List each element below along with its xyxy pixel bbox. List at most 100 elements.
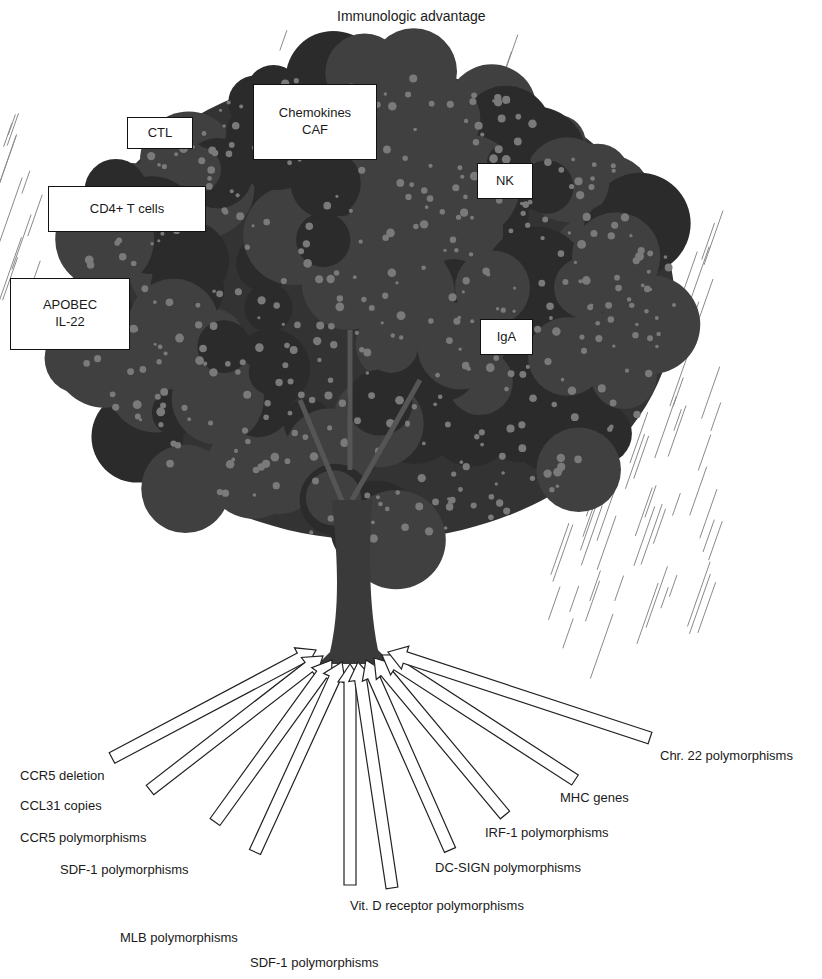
leaf-highlight xyxy=(474,434,479,439)
leaf-highlight xyxy=(127,368,134,375)
leaf-highlight xyxy=(339,399,346,406)
leaf-highlight xyxy=(221,207,227,213)
leaf-highlight xyxy=(475,122,483,130)
leaf-highlight xyxy=(157,239,160,242)
leaf-highlight xyxy=(463,277,470,284)
leaf-highlight xyxy=(405,194,411,200)
leaf-highlight xyxy=(552,327,560,335)
rain-line xyxy=(645,485,656,517)
leaf-highlight xyxy=(625,369,629,373)
leaf-highlight xyxy=(284,343,290,349)
leaf-highlight xyxy=(473,139,479,145)
rain-line xyxy=(615,576,624,601)
leaf-cluster xyxy=(455,250,530,325)
factor-label: DC-SIGN polymorphisms xyxy=(435,860,581,875)
leaf-highlight xyxy=(514,138,522,146)
rain-line xyxy=(551,523,569,575)
leaf-highlight xyxy=(405,422,410,427)
leaf-highlight xyxy=(216,290,223,297)
leaf-highlight xyxy=(206,183,213,190)
leaf-highlight xyxy=(494,98,502,106)
leaf-highlight xyxy=(210,322,218,330)
leaf-highlight xyxy=(583,213,591,221)
leaf-highlight xyxy=(457,165,462,170)
leaf-highlight xyxy=(239,105,243,109)
rain-line xyxy=(28,195,43,237)
label-box: CD4+ T cells xyxy=(48,186,206,232)
leaf-highlight xyxy=(195,356,204,365)
rain-line xyxy=(674,409,682,430)
leaf-highlight xyxy=(391,333,395,337)
leaf-highlight xyxy=(199,345,207,353)
leaf-highlight xyxy=(609,425,614,430)
box-text: NK xyxy=(496,173,514,190)
leaf-highlight xyxy=(285,343,289,347)
leaf-highlight xyxy=(456,215,461,220)
leaf-highlight xyxy=(195,321,202,328)
leaf-highlight xyxy=(175,442,181,448)
leaf-highlight xyxy=(328,378,333,383)
leaf-highlight xyxy=(471,92,477,98)
rain-line xyxy=(548,587,560,620)
leaf-highlight xyxy=(598,384,606,392)
leaf-highlight xyxy=(309,530,313,534)
leaf-highlight xyxy=(203,362,207,366)
leaf-highlight xyxy=(444,526,448,530)
leaf-highlight xyxy=(174,152,178,156)
leaf-highlight xyxy=(480,443,484,447)
leaf-highlight xyxy=(415,502,423,510)
leaf-highlight xyxy=(413,224,419,230)
leaf-highlight xyxy=(359,240,363,244)
factor-label: MLB polymorphisms xyxy=(120,930,238,945)
leaf-highlight xyxy=(335,195,338,198)
leaf-highlight xyxy=(217,489,223,495)
factor-label: SDF-1 polymorphisms xyxy=(60,862,189,877)
rain-line xyxy=(634,506,655,566)
leaf-highlight xyxy=(509,228,514,233)
leaf-highlight xyxy=(376,495,380,499)
leaf-highlight xyxy=(358,167,365,174)
leaf-highlight xyxy=(438,394,443,399)
leaf-highlight xyxy=(302,434,308,440)
leaf-highlight xyxy=(323,202,331,210)
leaf-cluster xyxy=(197,320,250,373)
leaf-highlight xyxy=(612,344,615,347)
rain-line xyxy=(709,521,723,560)
leaf-highlight xyxy=(574,177,582,185)
rain-line xyxy=(0,178,22,243)
leaf-highlight xyxy=(556,484,560,488)
leaf-highlight xyxy=(522,201,529,208)
leaf-highlight xyxy=(520,202,523,205)
leaf-highlight xyxy=(290,346,298,354)
leaf-highlight xyxy=(288,411,293,416)
leaf-highlight xyxy=(489,494,495,500)
rain-lines xyxy=(0,30,723,678)
leaf-highlight xyxy=(119,253,127,261)
rain-line xyxy=(698,582,716,633)
leaf-highlight xyxy=(614,275,620,281)
rain-line xyxy=(7,113,18,145)
leaf-highlight xyxy=(160,232,164,236)
rain-line xyxy=(590,614,613,679)
leaf-cluster xyxy=(296,213,350,267)
leaf-highlight xyxy=(85,255,94,264)
leaf-highlight xyxy=(369,305,375,311)
leaf-highlight xyxy=(518,421,525,428)
leaf-highlight xyxy=(418,474,426,482)
leaf-highlight xyxy=(94,355,101,362)
leaf-highlight xyxy=(504,387,509,392)
leaf-highlight xyxy=(133,400,142,409)
leaf-highlight xyxy=(378,502,383,507)
leaf-highlight xyxy=(227,100,231,104)
leaf-highlight xyxy=(368,392,375,399)
leaf-highlight xyxy=(226,150,233,157)
leaf-highlight xyxy=(421,187,427,193)
hollow-arrow xyxy=(250,662,346,855)
leaf-highlight xyxy=(428,318,434,324)
leaf-highlight xyxy=(129,325,137,333)
leaf-highlight xyxy=(257,316,260,319)
leaf-highlight xyxy=(449,497,456,504)
leaf-highlight xyxy=(525,223,530,228)
leaf-highlight xyxy=(519,371,526,378)
leaf-highlight xyxy=(462,290,465,293)
